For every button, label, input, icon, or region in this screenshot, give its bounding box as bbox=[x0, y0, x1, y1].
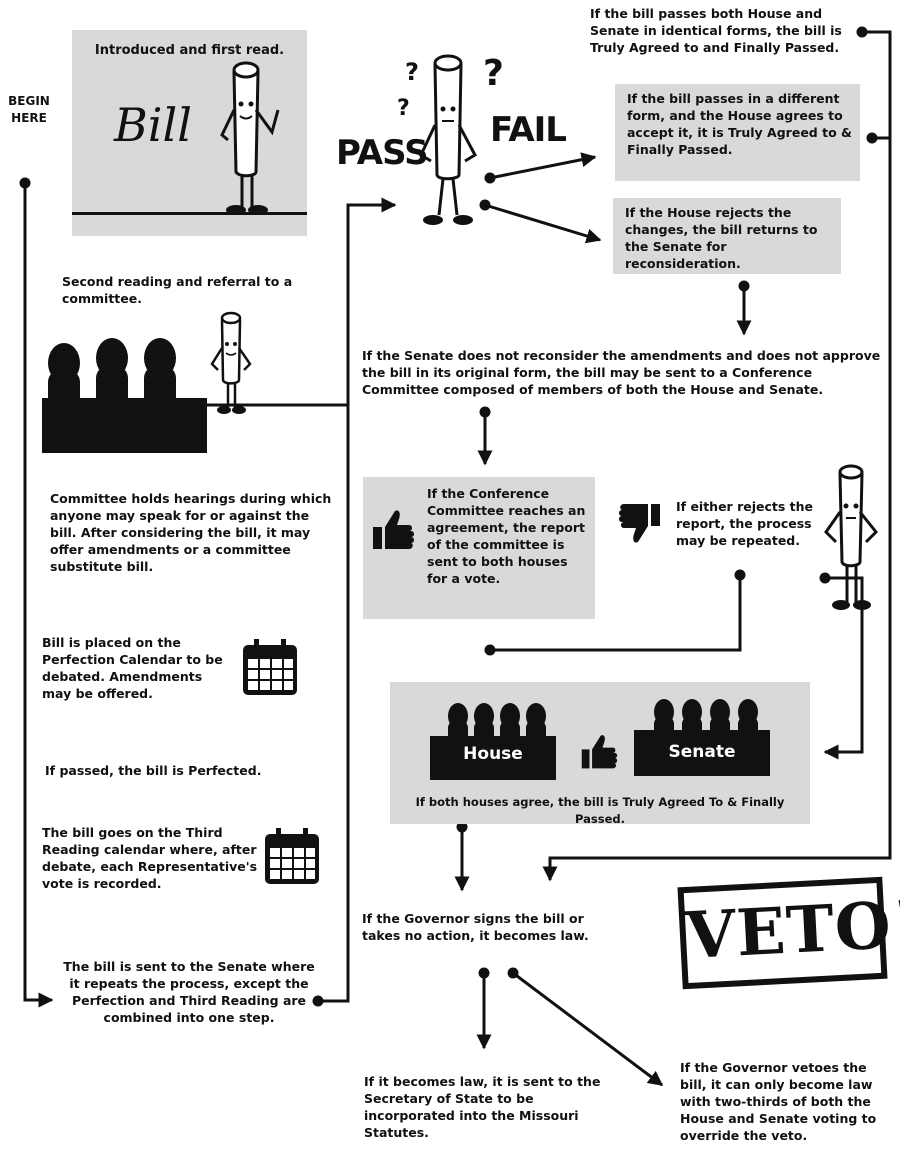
conference-agreement-outcome: If the Conference Committee reaches an a… bbox=[427, 486, 586, 586]
calendar-icon bbox=[243, 639, 297, 695]
governor-signs-outcome: If the Governor signs the bill or takes … bbox=[362, 911, 589, 943]
floor-line bbox=[72, 212, 307, 215]
intro-box: Introduced and first read. Bill bbox=[72, 30, 307, 236]
bill-word: Bill bbox=[114, 98, 192, 152]
sent-to-senate-step: The bill is sent to the Senate where it … bbox=[63, 959, 315, 1025]
house-label: House bbox=[463, 744, 523, 764]
fail-label: FAIL bbox=[490, 110, 567, 150]
governor-vetoes-outcome: If the Governor vetoes the bill, it can … bbox=[680, 1060, 877, 1143]
second-reading-step: Second reading and referral to a committ… bbox=[62, 274, 293, 306]
perfected-step: If passed, the bill is Perfected. bbox=[45, 763, 262, 778]
both-agree-outcome: If both houses agree, the bill is Truly … bbox=[415, 795, 785, 826]
third-reading-step: The bill goes on the Third Reading calen… bbox=[42, 825, 258, 891]
intro-caption: Introduced and first read. bbox=[94, 43, 285, 58]
calendar-icon bbox=[265, 828, 319, 884]
different-form-outcome: If the bill passes in a different form, … bbox=[627, 91, 852, 157]
committee-icon bbox=[42, 311, 252, 453]
conference-outcome: If the Senate does not reconsider the am… bbox=[362, 348, 881, 397]
identical-outcome: If the bill passes both House and Senate… bbox=[590, 6, 842, 55]
conference-agreement-box: If the Conference Committee reaches an a… bbox=[363, 477, 595, 619]
veto-stamp: VETO! bbox=[677, 876, 900, 990]
both-houses-box: House Senate If both houses agree, the b… bbox=[390, 682, 810, 826]
perfection-calendar-step: Bill is placed on the Perfection Calenda… bbox=[42, 635, 223, 701]
either-rejects-outcome: If either rejects the report, the proces… bbox=[676, 499, 814, 548]
senate-chamber-icon bbox=[634, 699, 770, 776]
svg-text:?: ? bbox=[397, 96, 410, 121]
house-rejects-box: If the House rejects the changes, the bi… bbox=[613, 198, 841, 274]
thumbs-up-icon bbox=[373, 510, 414, 549]
veto-text: VETO! bbox=[684, 886, 900, 975]
thumbs-up-icon bbox=[581, 735, 618, 769]
confused-bill-icon: ? ? ? bbox=[397, 53, 504, 225]
senate-label: Senate bbox=[668, 742, 736, 762]
svg-text:?: ? bbox=[483, 53, 504, 94]
house-rejects-outcome: If the House rejects the changes, the bi… bbox=[625, 205, 818, 271]
bill-character-icon bbox=[824, 464, 879, 610]
becomes-law-outcome: If it becomes law, it is sent to the Sec… bbox=[364, 1074, 601, 1140]
different-form-box: If the bill passes in a different form, … bbox=[615, 84, 860, 181]
bill-character-icon bbox=[220, 61, 280, 215]
pass-label: PASS bbox=[336, 133, 429, 173]
thumbs-down-icon bbox=[619, 504, 660, 543]
committee-hearings-step: Committee holds hearings during which an… bbox=[50, 491, 332, 574]
house-chamber-icon bbox=[430, 703, 556, 780]
begin-label: BEGIN HERE bbox=[8, 94, 50, 125]
svg-text:?: ? bbox=[405, 58, 419, 86]
